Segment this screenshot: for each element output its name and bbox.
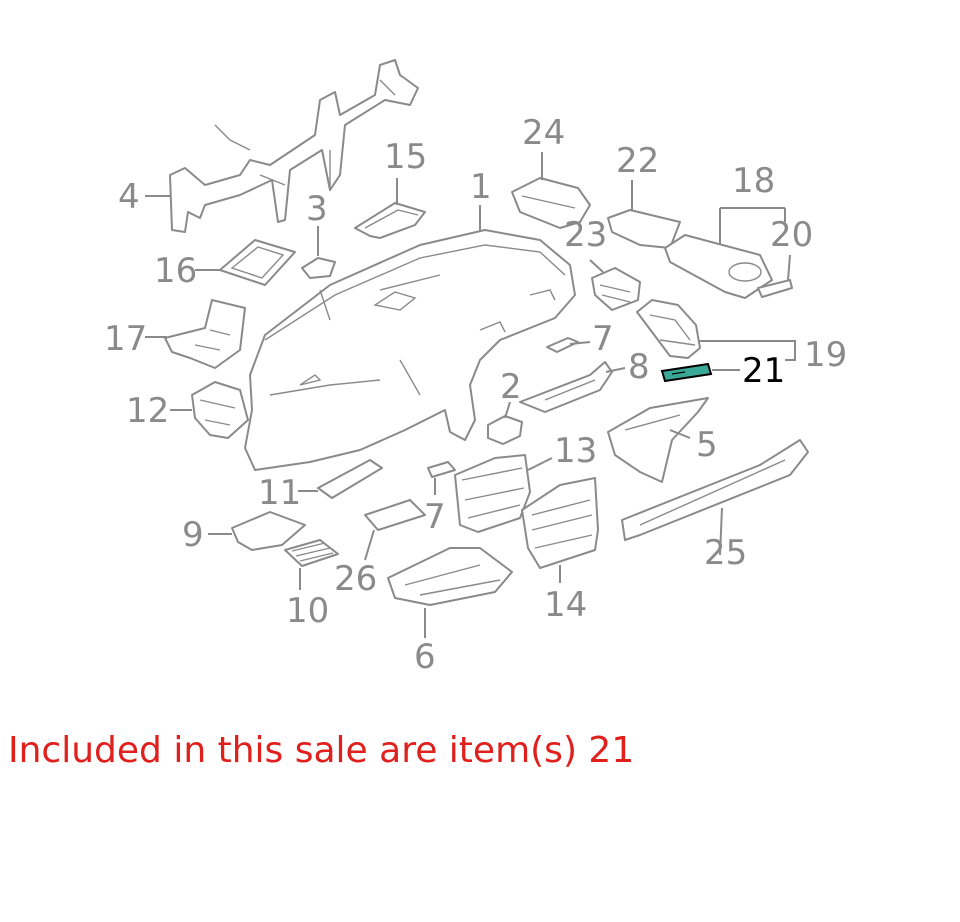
part-18-duct [664,234,773,299]
part-7b-clip [427,461,456,478]
part-20-panel [757,279,793,298]
part-23-vent [591,267,641,311]
part-22-duct [607,209,681,249]
callout-20: 20 [770,215,813,255]
callout-15: 15 [384,137,427,177]
callout-7a: 7 [592,319,614,359]
part-21-shape [660,362,713,383]
part-16-frame [219,239,296,286]
callout-17: 17 [104,319,147,359]
callout-labels: 1 2 3 4 5 6 7 7 8 9 10 11 12 13 14 15 16… [104,113,847,677]
part-9-panel [231,511,306,551]
part-19-vent [636,299,701,359]
callout-26: 26 [334,559,377,599]
parts-diagram: 1 2 3 4 5 6 7 7 8 9 10 11 12 13 14 15 16… [104,59,847,677]
part-21-trim-highlighted [660,362,713,383]
callout-24: 24 [522,113,565,153]
callout-19: 19 [804,335,847,375]
part-26-cover [364,499,426,531]
callout-2: 2 [500,367,522,407]
callout-10: 10 [286,591,329,631]
callout-1: 1 [470,167,492,207]
part-17-bracket [164,299,246,369]
part-10-filter [284,539,339,567]
callout-4: 4 [118,177,140,217]
callout-25: 25 [704,533,747,573]
part-2-clip [487,415,523,445]
callout-21: 21 [742,351,785,391]
part-7a-bracket [546,337,579,353]
callout-23: 23 [564,215,607,255]
part-1-dashboard [244,229,576,471]
part-6-console-bracket [387,547,513,606]
part-3-clip [301,257,336,279]
part-15-tray [354,202,426,239]
callout-11: 11 [258,473,301,513]
leader-lines [145,152,796,638]
sale-caption: Included in this sale are item(s) 21 [8,730,635,771]
part-8-bracket [519,361,613,413]
part-25-trim [621,439,809,541]
part-5-glovebox [607,397,709,483]
callout-8: 8 [628,347,650,387]
part-11-trim [317,459,383,499]
callout-5: 5 [696,425,718,465]
part-24-airbag [511,177,591,229]
part-12-module [191,381,249,439]
callout-14: 14 [544,585,587,625]
part-4-crossbeam [169,59,419,233]
callout-7b: 7 [424,497,446,537]
callout-12: 12 [126,391,169,431]
part-13-console-frame [454,454,531,533]
part-14-center-panel [521,477,599,569]
callout-6: 6 [414,637,436,677]
callout-18: 18 [732,161,775,201]
callout-13: 13 [554,431,597,471]
callout-16: 16 [154,251,197,291]
callout-22: 22 [616,141,659,181]
callout-3: 3 [306,189,328,229]
callout-9: 9 [182,515,204,555]
